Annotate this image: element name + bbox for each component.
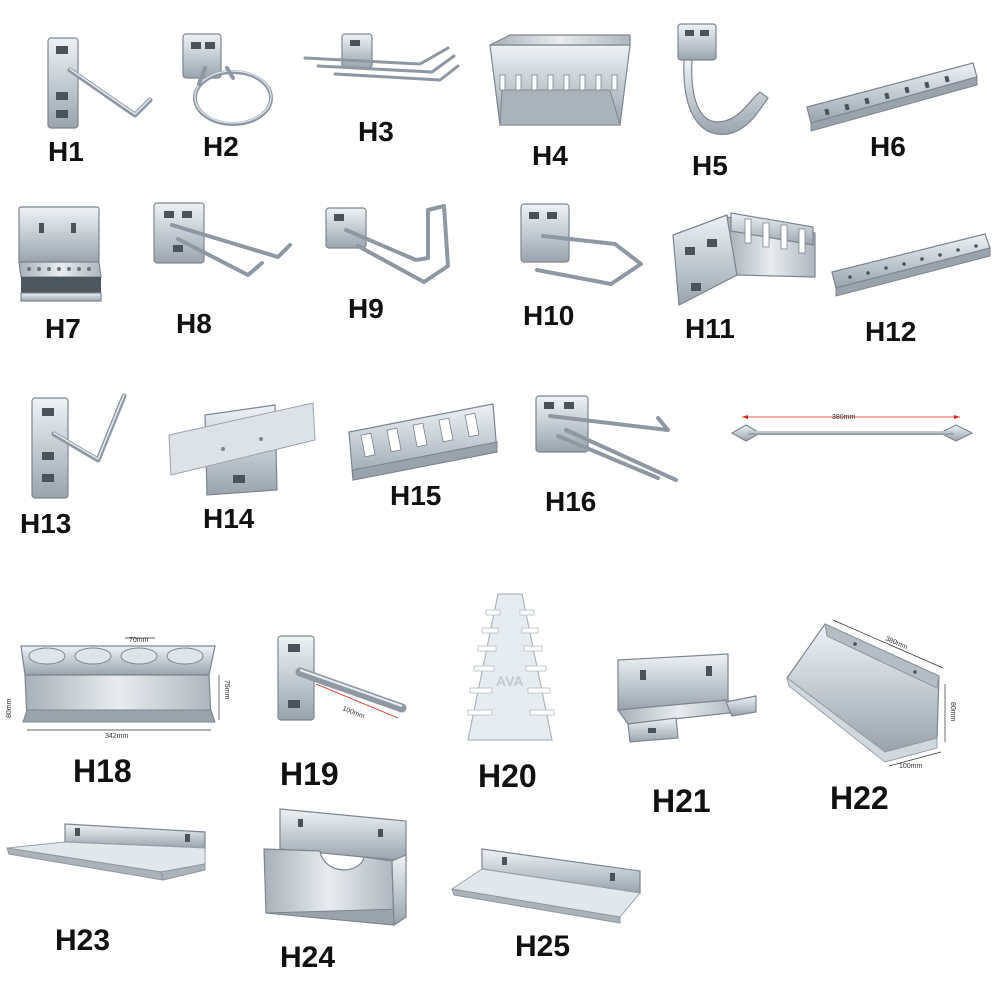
item-label: H18: [73, 753, 132, 789]
hook-h18: 70mm 342mm 75mm 80mm H18: [5, 630, 245, 795]
hook-h6: H6: [805, 55, 985, 165]
shelf-length-label: 380mm: [884, 635, 908, 651]
item-label: H11: [685, 313, 735, 344]
hook-h7: H7: [15, 205, 115, 345]
rod-holder: 380mm: [730, 405, 980, 465]
item-label: H22: [830, 780, 889, 816]
rod-with-dimension-image: 380mm: [730, 414, 974, 442]
long-rail-image: [831, 233, 991, 297]
hook-h8: H8: [148, 195, 298, 345]
hook-h15: H15: [345, 400, 505, 520]
loop-hook-image: [520, 203, 643, 286]
item-label: H2: [203, 131, 239, 162]
brand-mark: AVA: [496, 673, 523, 689]
item-label: H20: [478, 758, 537, 794]
holder-depth-label: 80mm: [6, 698, 13, 718]
dispenser-holder-image: [263, 808, 407, 927]
hook-h1: H1: [40, 30, 160, 170]
rod-length-label: 380mm: [832, 414, 856, 421]
u-hook-image: [325, 204, 450, 284]
hook-h11: H11: [665, 205, 825, 345]
hook-h21: H21: [610, 650, 770, 820]
bracket-holder-image: [616, 653, 757, 743]
multi-prong-hook-image: [303, 33, 460, 82]
item-label: H21: [652, 783, 711, 819]
single-hook-image: [47, 37, 153, 129]
item-label: H23: [55, 924, 111, 957]
hook-h16: H16: [530, 390, 690, 525]
item-label: H1: [48, 136, 84, 167]
holder-width-label: 342mm: [105, 733, 129, 740]
socket-rail-image: [348, 403, 498, 481]
double-long-hook-image: [535, 395, 678, 482]
hole-diameter-label: 70mm: [129, 637, 149, 644]
slotted-rail-image: [806, 62, 978, 132]
shelf-height-label: 80mm: [949, 702, 956, 722]
straight-rod-hook-image: 100mm: [277, 635, 407, 721]
curved-hook-image: [677, 23, 769, 135]
item-label: H3: [358, 116, 394, 147]
item-label: H19: [280, 756, 339, 792]
wrench-tray-image: [489, 34, 631, 126]
hook-h22: 380mm 80mm 100mm H22: [785, 619, 995, 820]
hook-h20: AVA H20: [460, 590, 570, 800]
hook-h23: H23: [5, 818, 215, 968]
hook-h3: H3: [300, 30, 460, 150]
hook-h4: H4: [480, 30, 640, 180]
double-hook-image: [153, 202, 292, 277]
hook-h12: H12: [830, 230, 995, 350]
item-label: H14: [203, 503, 255, 534]
item-label: H7: [45, 313, 81, 344]
item-label: H8: [176, 308, 212, 339]
item-label: H9: [348, 293, 384, 324]
item-label: H5: [692, 150, 728, 181]
label-plate-image: [168, 402, 316, 496]
hook-h13: H13: [18, 390, 138, 540]
hook-h19: 100mm H19: [270, 630, 420, 795]
item-label: H15: [390, 480, 442, 511]
hook-h10: H10: [515, 200, 655, 335]
hook-h14: H14: [165, 395, 320, 540]
hook-h24: H24: [260, 805, 420, 985]
bit-holder-image: [18, 206, 102, 302]
loop-holder-image: [182, 33, 273, 126]
hook-h5: H5: [670, 20, 780, 180]
item-label: H4: [532, 140, 568, 171]
item-label: H25: [515, 930, 571, 963]
item-label: H10: [523, 300, 575, 331]
item-label: H24: [280, 941, 336, 974]
item-label: H12: [865, 316, 917, 347]
rod-length-label: 100mm: [341, 705, 365, 720]
angled-hook-image: [31, 393, 127, 499]
flat-shelf-image: [6, 823, 206, 881]
narrow-shelf-image: [450, 848, 641, 924]
hook-h25: H25: [450, 845, 650, 975]
wrench-rack-image: AVA: [467, 593, 555, 741]
hook-h9: H9: [320, 200, 470, 330]
shelf-depth-label: 100mm: [899, 763, 923, 770]
item-label: H6: [870, 131, 906, 162]
shelf-tray-image: 380mm 80mm 100mm: [786, 619, 956, 770]
item-label: H16: [545, 486, 597, 517]
holder-height-label: 75mm: [223, 680, 230, 700]
four-hole-holder-image: 70mm 342mm 75mm 80mm: [6, 637, 230, 740]
item-label: H13: [20, 508, 72, 539]
hook-h2: H2: [175, 28, 285, 168]
slotted-cup-image: [672, 212, 816, 306]
